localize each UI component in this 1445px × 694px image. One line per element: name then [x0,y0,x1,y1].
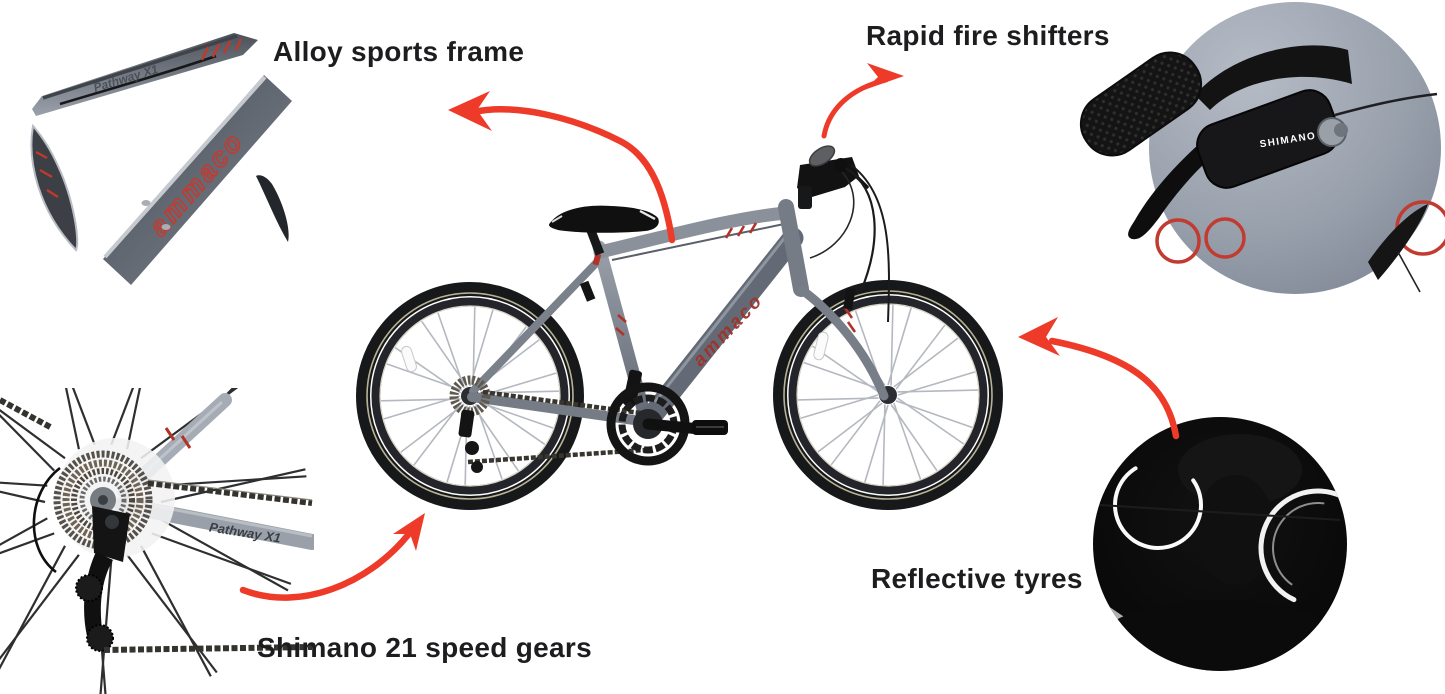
callout-arrows [239,63,1180,601]
rear-derailleur-closeup [75,506,130,652]
saddle [548,205,659,256]
chain-corner [0,397,54,431]
feature-label-shimano-gears: Shimano 21 speed gears [257,632,592,663]
bike-illustration: ammaco [356,145,1003,510]
inset-frame-closeup: Pathway X1 ammaco [30,33,292,285]
top-tube [593,206,795,259]
handlebar [797,145,890,323]
head-tube [778,199,809,297]
cable-guide-sliver [1368,204,1428,280]
feature-label-rapid-fire-shifters: Rapid fire shifters [866,20,1110,51]
inset-gears-closeup: Pathway X1 [0,388,314,694]
arrow-rapid-fire [821,63,904,139]
arrow-shimano-gears [239,513,425,601]
inset-shifter-closeup: co SHIMANO [1079,2,1445,294]
shifter-body [1196,89,1340,189]
cassette [449,375,491,417]
grip-closeup [1079,51,1203,157]
frame-fragment-sliver [256,175,289,242]
seat-stay [469,253,606,395]
chain-stay [467,392,653,427]
fragment-red-accents [200,38,243,61]
reflective-ring-left [1113,460,1203,550]
saddle-stripe [639,209,656,221]
brake-cable [845,167,876,292]
grip [808,145,836,167]
feature-label-alloy-frame: Alloy sports frame [273,36,525,67]
frame-fragment-stay [30,123,79,252]
fragment-model-text: Pathway X1 [92,62,160,95]
rear-wheel-reflector [401,345,417,373]
handlebar-end [1195,45,1352,110]
gear-cable [850,164,890,323]
front-brake [843,287,856,310]
chain-lower-closeup [103,644,313,653]
rear-brake [579,280,596,302]
down-tube [640,227,804,428]
downtube-brand-text: ammaco [689,290,768,371]
front-wheel-reflector [813,331,829,361]
crankset [606,382,728,466]
frame-fragment-downtube [103,75,292,285]
stay-red-accents-closeup [164,427,192,449]
top-tube-cable [611,223,785,261]
chain-lower [467,447,646,465]
arrow-reflective-tyres [1018,317,1180,440]
derailleur-cable [32,466,61,574]
frame-red-accents [615,222,857,336]
fragment-cable [59,54,217,106]
shifter-pod [834,158,848,172]
stem [798,186,812,209]
arrow-alloy-frame [448,91,676,244]
seat-clamp-accent [592,253,602,266]
rear-derailleur [458,409,475,438]
crank-arm [642,418,706,435]
fork [797,285,889,401]
shifter-cable [1334,92,1438,117]
drivetrain [449,369,728,473]
stay-red-accents [35,150,59,199]
chain-upper-closeup [147,480,313,506]
rear-wheel [356,282,584,510]
feature-label-reflective-tyres: Reflective tyres [871,563,1083,594]
inset-reflective-tyres-closeup [1093,417,1347,671]
fragment-brand-text: ammaco [143,126,249,242]
